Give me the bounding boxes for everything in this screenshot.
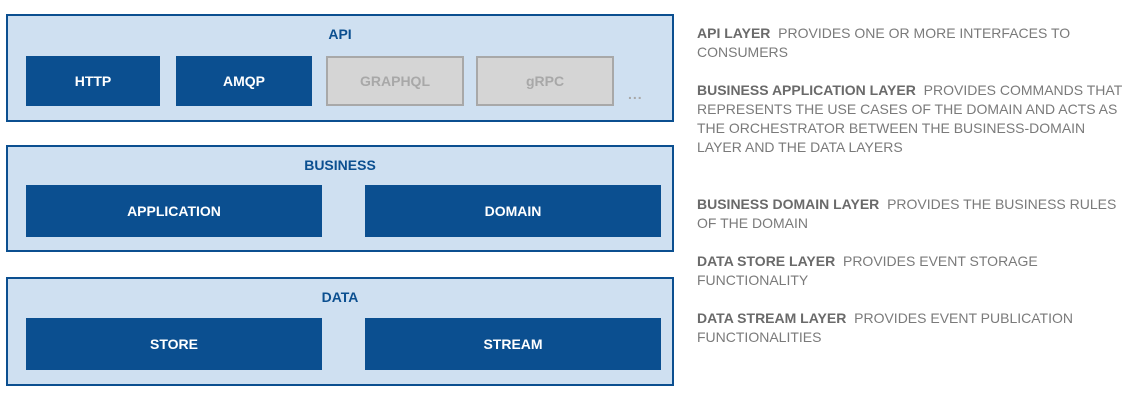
description-term: DATA STORE LAYER xyxy=(697,253,836,269)
business-domain-layer-description: BUSINESS DOMAIN LAYER PROVIDES THE BUSIN… xyxy=(697,195,1129,233)
store-box: STORE xyxy=(26,318,322,370)
api-layer-description: API LAYER PROVIDES ONE OR MORE INTERFACE… xyxy=(697,24,1129,62)
description-text: PROVIDES COMMANDS THAT REPRESENTS THE US… xyxy=(697,82,1122,155)
description-term: BUSINESS APPLICATION LAYER xyxy=(697,82,916,98)
data-stream-layer-description: DATA STREAM LAYER PROVIDES EVENT PUBLICA… xyxy=(697,309,1129,347)
data-store-layer-description: DATA STORE LAYER PROVIDES EVENT STORAGE … xyxy=(697,252,1129,290)
graphql-box: GRAPHQL xyxy=(326,56,464,106)
http-box: HTTP xyxy=(26,56,160,106)
api-layer-title: API xyxy=(328,26,352,42)
stream-box: STREAM xyxy=(365,318,661,370)
description-text: PROVIDES ONE OR MORE INTERFACES TO CONSU… xyxy=(697,25,1071,60)
application-box: APPLICATION xyxy=(26,185,322,237)
business-layer-title: BUSINESS xyxy=(304,157,376,173)
data-layer: DATA STORE STREAM xyxy=(6,277,674,386)
business-application-layer-description: BUSINESS APPLICATION LAYER PROVIDES COMM… xyxy=(697,81,1129,157)
description-text: PROVIDES EVENT STORAGE FUNCTIONALITY xyxy=(697,253,1038,288)
description-text: PROVIDES THE BUSINESS RULES OF THE DOMAI… xyxy=(697,196,1117,231)
data-layer-title: DATA xyxy=(321,289,359,305)
api-layer: API HTTP AMQP GRAPHQL gRPC ... xyxy=(6,14,674,122)
business-layer: BUSINESS APPLICATION DOMAIN xyxy=(6,145,674,252)
description-term: DATA STREAM LAYER xyxy=(697,310,847,326)
description-text: PROVIDES EVENT PUBLICATION FUNCTIONALITI… xyxy=(697,310,1073,345)
amqp-box: AMQP xyxy=(176,56,312,106)
domain-box: DOMAIN xyxy=(365,185,661,237)
more-ellipsis: ... xyxy=(628,86,643,102)
grpc-box: gRPC xyxy=(476,56,614,106)
description-term: API LAYER xyxy=(697,25,771,41)
description-term: BUSINESS DOMAIN LAYER xyxy=(697,196,880,212)
